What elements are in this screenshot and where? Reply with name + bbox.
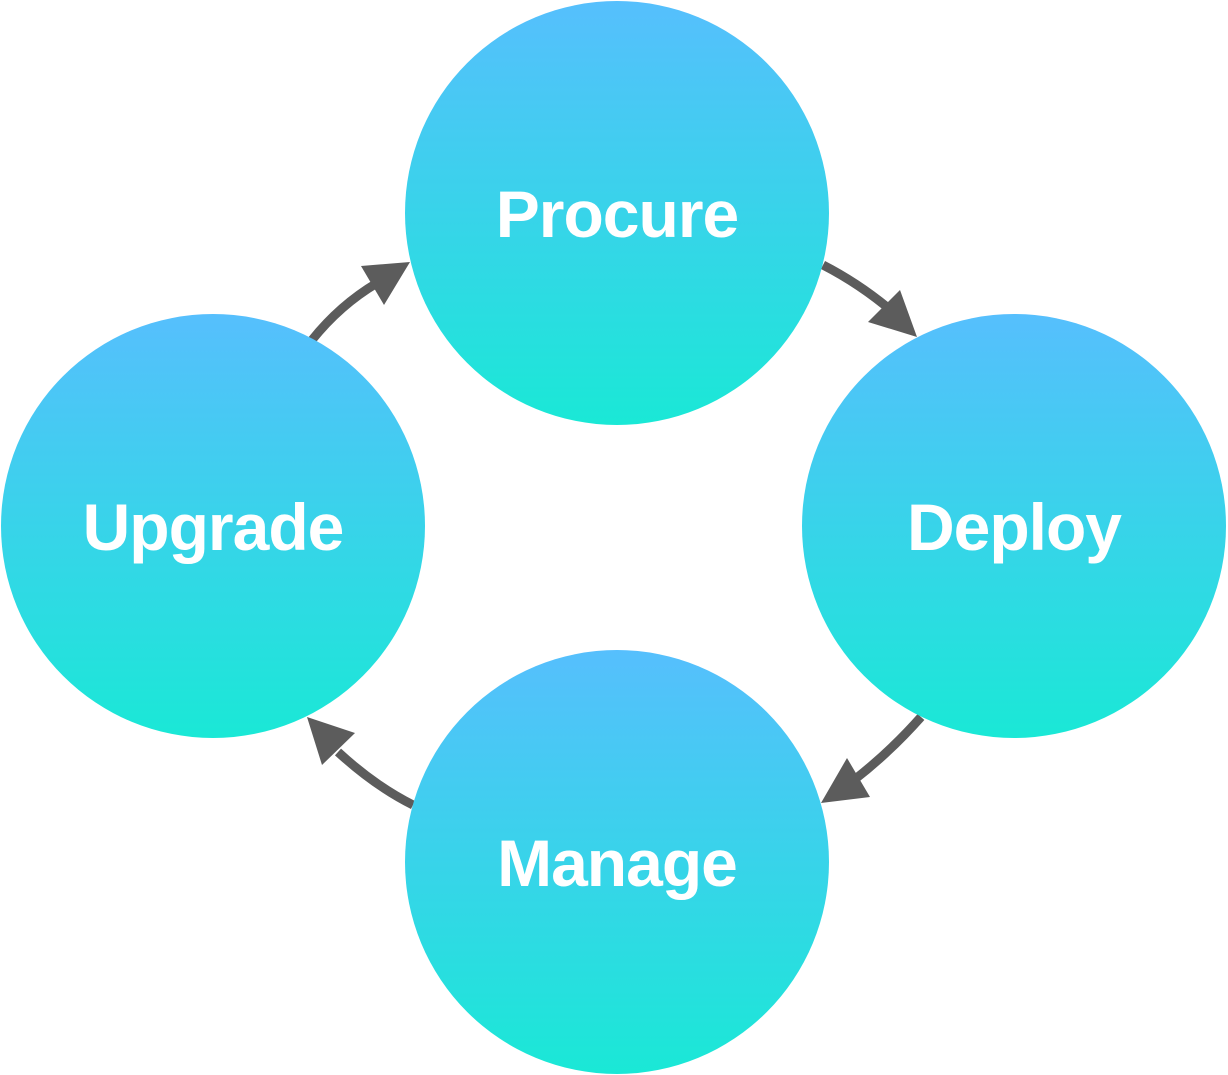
edge-procure-deploy: [820, 260, 917, 337]
edge-deploy-manage: [821, 714, 925, 803]
edge-upgrade-procure: [308, 262, 410, 343]
node-label-manage: Manage: [497, 826, 737, 900]
edge-manage-upgrade: [307, 717, 416, 810]
arrow-head-icon: [361, 262, 410, 305]
node-manage: Manage: [405, 650, 829, 1074]
node-label-deploy: Deploy: [907, 490, 1122, 564]
node-label-procure: Procure: [496, 177, 738, 251]
node-label-upgrade: Upgrade: [83, 490, 344, 564]
node-deploy: Deploy: [802, 314, 1226, 738]
arrow-head-icon: [821, 758, 870, 803]
node-upgrade: Upgrade: [1, 314, 425, 738]
arrow-head-icon: [868, 290, 917, 337]
arrow-head-icon: [307, 717, 355, 765]
node-procure: Procure: [405, 1, 829, 425]
